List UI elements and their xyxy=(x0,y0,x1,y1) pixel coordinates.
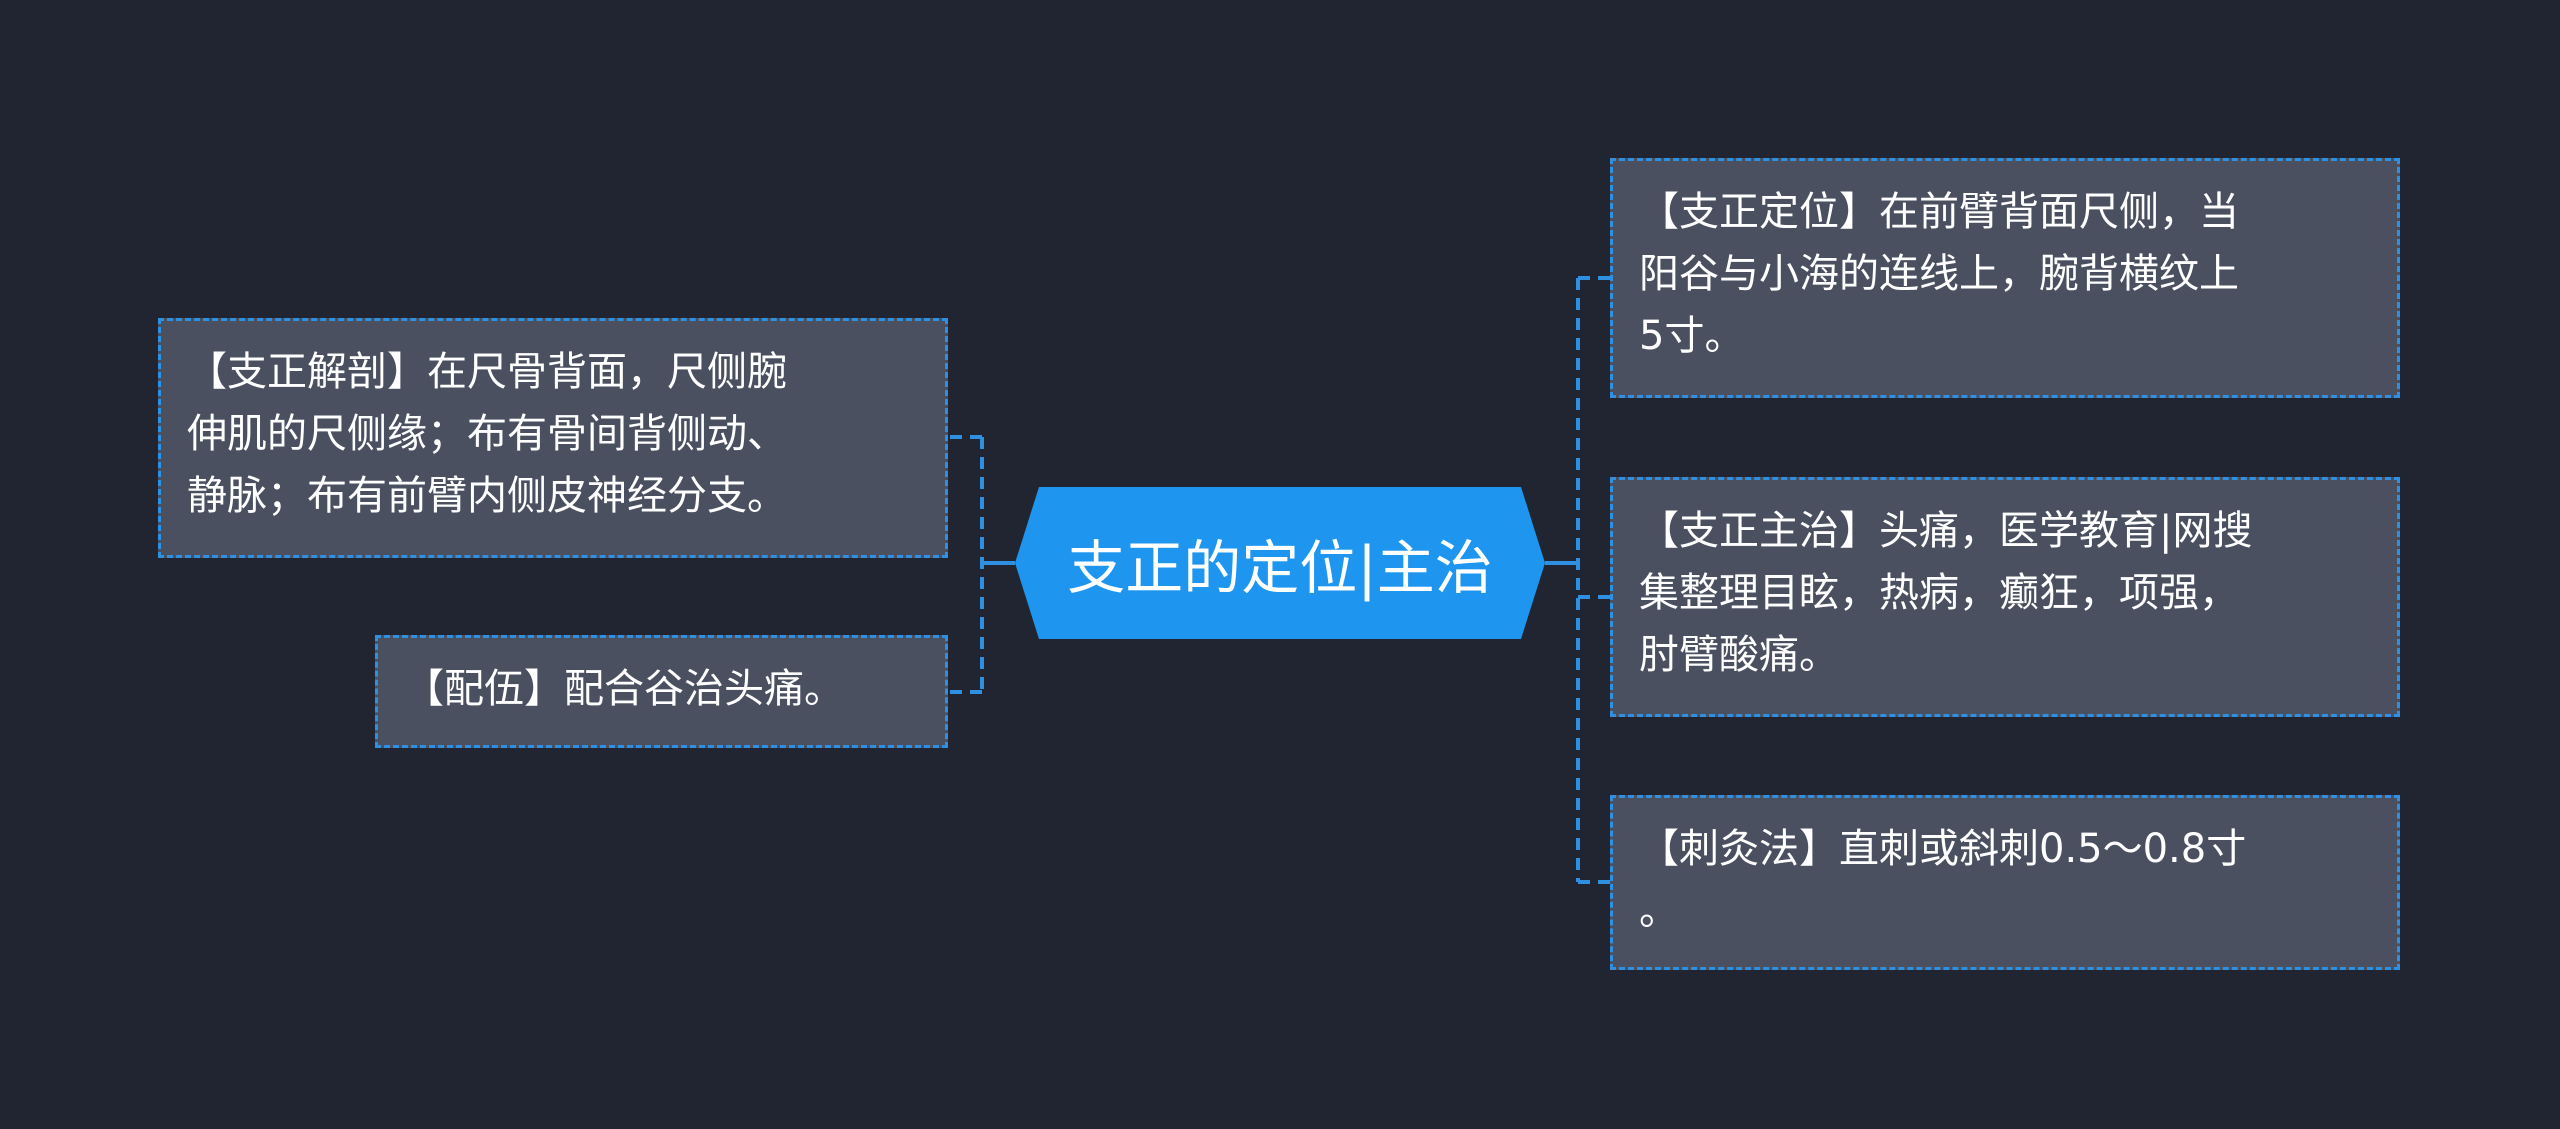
left-node-combination[interactable]: 【配伍】配合谷治头痛。 xyxy=(375,635,948,748)
left-node-anatomy[interactable]: 【支正解剖】在尺骨背面，尺侧腕 伸肌的尺侧缘；布有骨间背侧动、 静脉；布有前臂内… xyxy=(158,318,948,558)
center-topic[interactable]: 支正的定位|主治 xyxy=(1015,487,1545,639)
center-hexagon-shape xyxy=(1015,487,1545,639)
right-node-acupuncture-method[interactable]: 【刺灸法】直刺或斜刺0.5～0.8寸 。 xyxy=(1610,795,2400,970)
right-node-location[interactable]: 【支正定位】在前臂背面尺侧，当 阳谷与小海的连线上，腕背横纹上 5寸。 xyxy=(1610,158,2400,398)
center-topic-label: 支正的定位|主治 xyxy=(1067,534,1493,602)
right-node-indications[interactable]: 【支正主治】头痛，医学教育|网搜 集整理目眩，热病，癫狂，项强， 肘臂酸痛。 xyxy=(1610,477,2400,717)
